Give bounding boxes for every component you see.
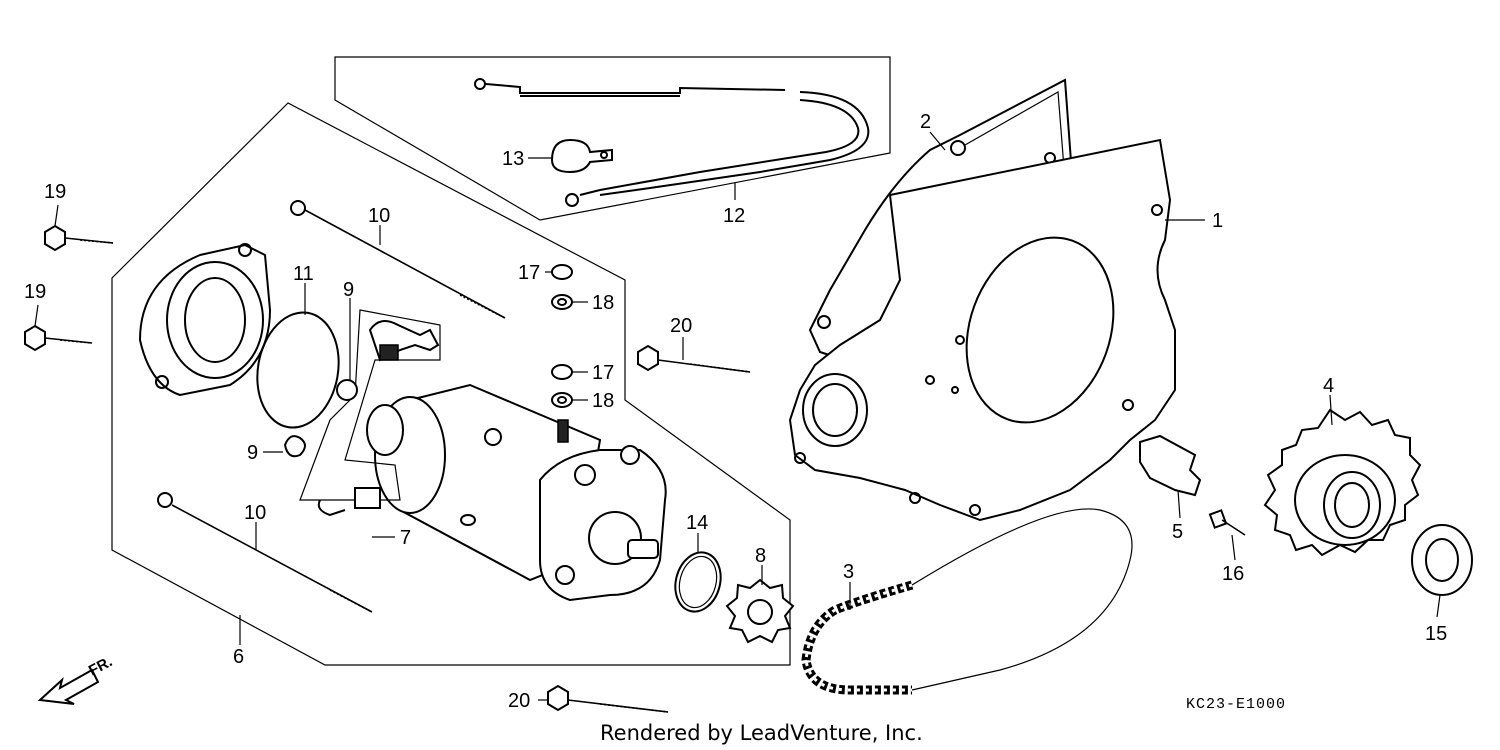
callout-18b: 18 bbox=[592, 390, 614, 412]
callout-12: 12 bbox=[723, 205, 745, 227]
callout-4: 4 bbox=[1323, 375, 1334, 397]
cable-group-outline bbox=[334, 56, 891, 221]
callout-10a: 10 bbox=[368, 205, 390, 227]
callout-19a: 19 bbox=[44, 181, 66, 203]
spring-9 bbox=[283, 435, 306, 458]
front-direction-arrow-icon bbox=[37, 668, 100, 705]
oil-seal bbox=[1411, 524, 1473, 596]
through-bolt-upper bbox=[290, 200, 506, 319]
nuts-washers bbox=[551, 264, 573, 408]
callout-1: 1 bbox=[1212, 210, 1223, 232]
bolt-19-lower bbox=[24, 324, 93, 352]
footer-credit: Rendered by LeadVenture, Inc. bbox=[600, 721, 923, 745]
callout-11: 11 bbox=[293, 263, 314, 285]
callout-20b: 20 bbox=[508, 690, 530, 712]
terminal-cap bbox=[550, 138, 613, 174]
callout-19b: 19 bbox=[24, 281, 46, 303]
o-ring-11 bbox=[256, 311, 340, 429]
bolt-20-upper bbox=[637, 344, 751, 373]
starter-motor bbox=[366, 383, 667, 602]
starter-group-outline bbox=[111, 102, 791, 666]
starter-end-cover bbox=[138, 243, 272, 397]
diagram-code: KC23-E1000 bbox=[1186, 696, 1286, 713]
drive-gear bbox=[725, 578, 795, 644]
callout-13: 13 bbox=[502, 148, 524, 170]
callout-16: 16 bbox=[1222, 563, 1244, 585]
through-bolt-lower bbox=[157, 492, 373, 613]
drive-chain bbox=[801, 508, 1133, 695]
callout-9a: 9 bbox=[343, 279, 354, 301]
callout-3: 3 bbox=[843, 561, 854, 583]
callout-7: 7 bbox=[400, 527, 411, 549]
starter-cable bbox=[474, 78, 870, 207]
callout-5: 5 bbox=[1172, 521, 1183, 543]
callout-17a: 17 bbox=[518, 262, 540, 284]
callout-20a: 20 bbox=[670, 315, 692, 337]
callout-10b: 10 bbox=[244, 502, 266, 524]
bolt-19-upper bbox=[44, 224, 114, 252]
callout-6: 6 bbox=[233, 646, 244, 668]
chain-guide bbox=[1139, 434, 1202, 497]
callout-2: 2 bbox=[920, 111, 931, 133]
callout-17b: 17 bbox=[592, 362, 614, 384]
driven-sprocket bbox=[1263, 408, 1422, 557]
callout-9b: 9 bbox=[247, 442, 258, 464]
bolt-20-lower bbox=[547, 684, 669, 713]
callout-18a: 18 bbox=[592, 292, 614, 314]
washer-9 bbox=[336, 379, 358, 401]
brush-set bbox=[354, 487, 381, 509]
callout-15: 15 bbox=[1425, 623, 1447, 645]
callout-8: 8 bbox=[755, 545, 766, 567]
engine-cover-plate bbox=[788, 138, 1176, 522]
o-ring-14 bbox=[674, 551, 722, 613]
bolt-16 bbox=[1208, 509, 1246, 536]
leader-lines bbox=[34, 131, 1441, 701]
callout-14: 14 bbox=[686, 512, 708, 534]
